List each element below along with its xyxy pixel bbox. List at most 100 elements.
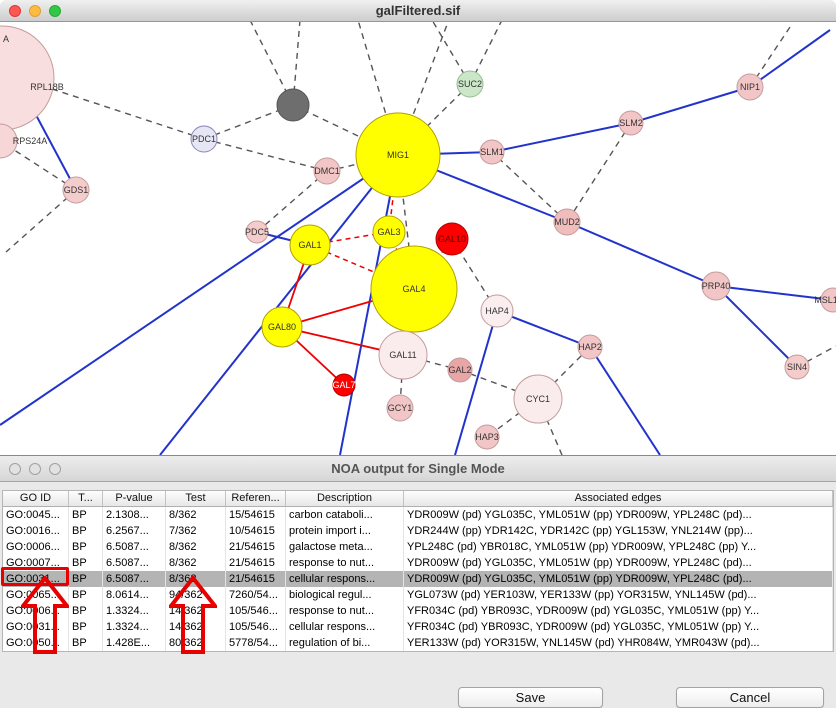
graph-node-dark-node[interactable] (276, 88, 310, 122)
table-cell: GO:0007... (3, 555, 69, 571)
noa-window-titlebar[interactable]: NOA output for Single Mode (0, 456, 836, 482)
graph-node-HAP3[interactable] (474, 424, 500, 450)
table-cell: GO:0016... (3, 523, 69, 539)
graph-edge-blue (159, 154, 399, 455)
graph-edge-blue (566, 221, 717, 287)
minimize-icon[interactable] (29, 463, 41, 475)
graph-node-label: RPS24A (13, 136, 48, 146)
column-header[interactable]: T... (69, 491, 103, 506)
graph-node-RPS24A[interactable] (0, 123, 18, 159)
graph-node-MIG1[interactable] (355, 112, 441, 198)
graph-node-GDS1[interactable] (62, 176, 90, 204)
graph-node-PDC1[interactable] (190, 125, 218, 153)
table-cell: BP (69, 603, 103, 619)
close-icon[interactable] (9, 5, 21, 17)
table-cell: 8/362 (166, 539, 226, 555)
zoom-icon[interactable] (49, 463, 61, 475)
graph-node-label: CYC1 (526, 394, 550, 404)
table-cell: 8/362 (166, 555, 226, 571)
column-header[interactable]: Referen... (226, 491, 286, 506)
table-cell: 8.0614... (103, 587, 166, 603)
table-cell: BP (69, 523, 103, 539)
graph-node-GAL10[interactable] (435, 222, 469, 256)
column-header[interactable]: Description (286, 491, 404, 506)
graph-node-GAL7[interactable] (332, 373, 356, 397)
table-cell: 1.3324... (103, 619, 166, 635)
table-cell: carbon cataboli... (286, 507, 404, 523)
graph-node-GAL3[interactable] (372, 215, 406, 249)
graph-node-GAL4[interactable] (370, 245, 458, 333)
zoom-icon[interactable] (49, 5, 61, 17)
graph-canvas[interactable]: RPL18BRPS24AGDS1PDC1DMC1SUC2SLM1SLM2NIP1… (0, 0, 836, 455)
graph-node-label: PDC1 (192, 134, 216, 144)
close-icon[interactable] (9, 463, 21, 475)
save-button[interactable]: Save (458, 687, 603, 708)
graph-node-label: SIN4 (787, 362, 807, 372)
graph-node-label: PRP40 (702, 281, 731, 291)
column-header[interactable]: Test (166, 491, 226, 506)
graph-node-label: GAL7 (332, 380, 355, 390)
graph-node-DMC1[interactable] (313, 157, 341, 185)
graph-edge-blue (715, 285, 798, 368)
graph-window-titlebar[interactable]: galFiltered.sif (0, 0, 836, 22)
graph-node-SLM1[interactable] (479, 139, 505, 165)
graph-node-label: GAL3 (377, 227, 400, 237)
graph-node-SUC2[interactable] (456, 70, 484, 98)
graph-node-CYC1[interactable] (513, 374, 563, 424)
column-header[interactable]: GO ID (3, 491, 69, 506)
graph-edge-blue (496, 310, 591, 348)
graph-node-GAL80[interactable] (261, 306, 303, 348)
table-cell: 94/362 (166, 587, 226, 603)
graph-node-HAP4[interactable] (480, 294, 514, 328)
table-cell: biological regul... (286, 587, 404, 603)
graph-node-label: DMC1 (314, 166, 340, 176)
graph-node-GCY1[interactable] (386, 394, 414, 422)
graph-edge-dashed (39, 84, 205, 140)
column-header[interactable]: Associated edges (404, 491, 833, 506)
graph-node-label: SLM2 (619, 118, 643, 128)
graph-node-PRP40[interactable] (701, 271, 731, 301)
table-cell: BP (69, 635, 103, 651)
graph-node-NIP1[interactable] (736, 73, 764, 101)
table-cell: BP (69, 587, 103, 603)
graph-node-PDC5[interactable] (245, 220, 269, 244)
table-cell: galactose meta... (286, 539, 404, 555)
graph-node-MSL1[interactable] (820, 287, 836, 313)
table-cell: YDR009W (pd) YGL035C, YML051W (pp) YDR00… (404, 507, 833, 523)
graph-node-GAL2[interactable] (447, 357, 473, 383)
graph-edge-dashed (5, 189, 77, 253)
graph-node-SLM2[interactable] (618, 110, 644, 136)
cancel-button[interactable]: Cancel (676, 687, 824, 708)
minimize-icon[interactable] (29, 5, 41, 17)
graph-node-GAL1[interactable] (289, 224, 331, 266)
graph-node-MUD2[interactable] (553, 208, 581, 236)
graph-node-SIN4[interactable] (784, 354, 810, 380)
column-header[interactable]: P-value (103, 491, 166, 506)
table-cell: BP (69, 619, 103, 635)
graph-node-label: HAP4 (485, 306, 509, 316)
table-cell: 1.3324... (103, 603, 166, 619)
graph-node-label: GAL80 (268, 322, 296, 332)
table-cell: YFR034C (pd) YBR093C, YDR009W (pd) YGL03… (404, 619, 833, 635)
noa-window-title: NOA output for Single Mode (331, 461, 505, 476)
graph-edge-blue (589, 346, 661, 455)
graph-node-HAP2[interactable] (577, 334, 603, 360)
table-cell: YDR009W (pd) YGL035C, YML051W (pp) YDR00… (404, 571, 833, 587)
graph-node-GAL11[interactable] (378, 330, 428, 380)
graph-edge-blue (715, 285, 834, 301)
table-cell: 14/362 (166, 619, 226, 635)
graph-partial-label: A (3, 34, 9, 44)
table-cell: cellular respons... (286, 571, 404, 587)
table-cell: 105/546... (226, 619, 286, 635)
